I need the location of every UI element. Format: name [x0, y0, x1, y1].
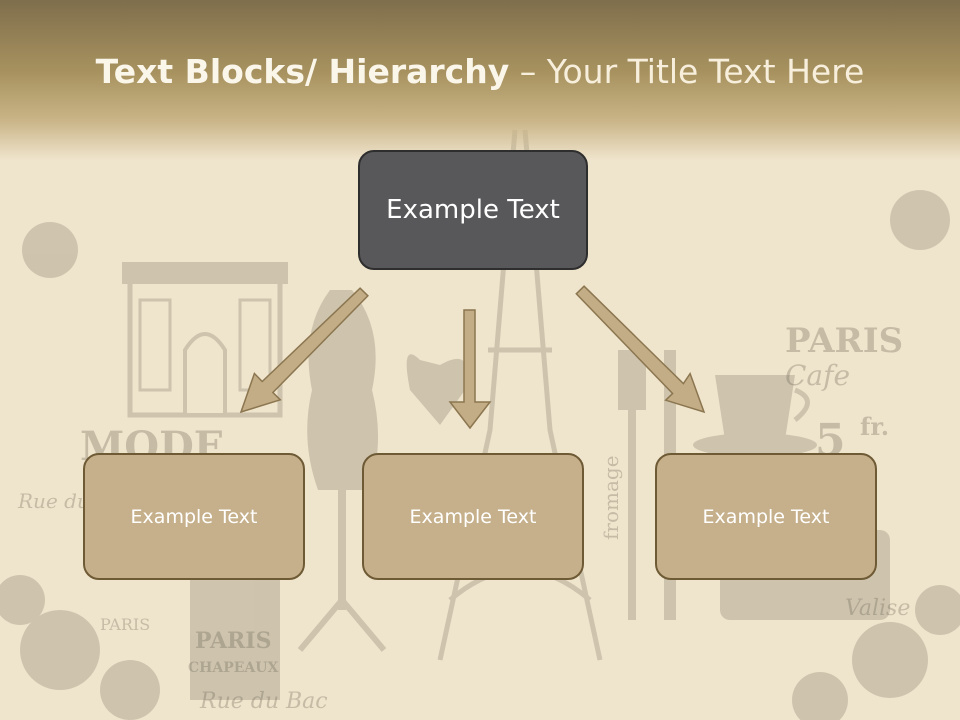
- bg-rue-du-text: Rue du: [17, 489, 90, 513]
- slide-title[interactable]: Text Blocks/ Hierarchy – Your Title Text…: [0, 52, 960, 91]
- right-text-block-label: Example Text: [702, 505, 830, 528]
- title-bold-part: Text Blocks/ Hierarchy: [95, 52, 510, 91]
- left-text-block-label: Example Text: [130, 505, 258, 528]
- coffee-cup-icon: [693, 375, 817, 457]
- header-band: [0, 0, 960, 160]
- bg-valise-text: Valise: [845, 596, 910, 621]
- bg-price-unit-text: fr.: [860, 412, 889, 441]
- bg-rue-du-bac-text: Rue du Bac: [199, 689, 328, 714]
- arrow-left-icon[interactable]: [239, 287, 369, 414]
- title-dash: –: [509, 52, 547, 91]
- bg-chapeaux-text: CHAPEAUX: [188, 660, 279, 676]
- vintage-card-icon: [190, 580, 280, 700]
- arc-de-triomphe-icon: [122, 262, 288, 418]
- top-text-block[interactable]: Example Text: [358, 150, 588, 270]
- heart-icon: [406, 354, 468, 425]
- bg-paris-small-text: PARIS: [100, 615, 150, 634]
- arrow-down-icon[interactable]: [448, 309, 492, 430]
- flower-decoration-icon: [0, 190, 960, 720]
- bg-chapeaux-paris-text: PARIS: [195, 628, 271, 654]
- bg-cafe-text: Cafe: [785, 359, 850, 392]
- top-text-block-label: Example Text: [386, 195, 560, 225]
- center-text-block-label: Example Text: [409, 505, 537, 528]
- bg-fromage-text: fromage: [599, 455, 623, 540]
- left-text-block[interactable]: Example Text: [83, 453, 305, 580]
- title-regular-part: Your Title Text Here: [546, 52, 865, 91]
- bg-paris-text: PARIS: [785, 321, 903, 361]
- arrow-right-icon[interactable]: [575, 285, 706, 414]
- center-text-block[interactable]: Example Text: [362, 453, 584, 580]
- right-text-block[interactable]: Example Text: [655, 453, 877, 580]
